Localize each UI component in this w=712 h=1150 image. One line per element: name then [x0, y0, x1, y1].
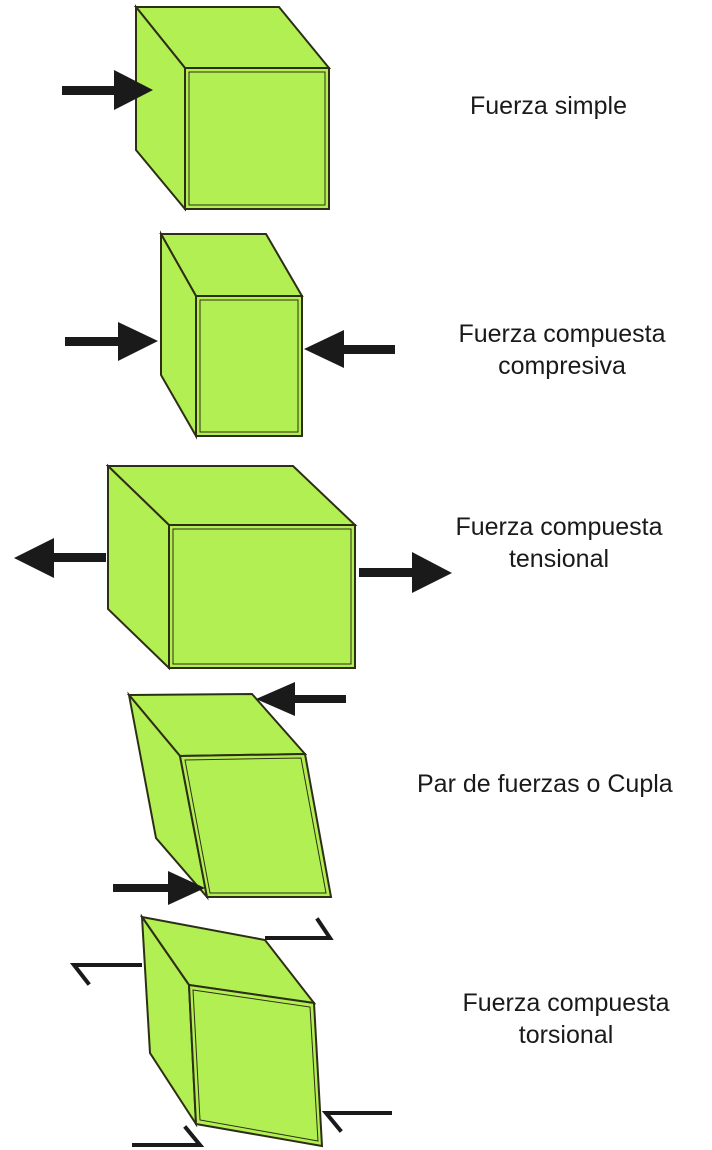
cube-front-face	[178, 752, 333, 898]
torsion-marker-icon	[265, 917, 334, 940]
cube-torsional	[139, 913, 324, 1148]
arrow-right-icon	[65, 322, 158, 361]
cube-compresiva	[159, 230, 304, 440]
label-torsional: Fuerza compuesta torsional	[450, 987, 682, 1051]
cube-tensional	[105, 463, 358, 671]
arrow-left-icon	[14, 538, 106, 578]
label-line: torsional	[518, 1021, 614, 1049]
cube-front-face	[195, 295, 303, 437]
arrow-right-icon	[359, 552, 452, 593]
label-fuerza-simple: Fuerza simple	[470, 90, 627, 122]
torsion-marker-icon	[321, 1111, 392, 1133]
cube-cupla	[126, 691, 333, 901]
label-tensional: Fuerza compuesta tensional	[443, 511, 675, 575]
label-line: compresiva	[498, 352, 626, 380]
arrow-left-icon	[304, 330, 395, 368]
cube-front-face	[184, 67, 330, 210]
arrow-left-icon	[256, 682, 346, 716]
label-cupla: Par de fuerzas o Cupla	[417, 768, 673, 800]
label-compresiva: Fuerza compuesta compresiva	[446, 318, 678, 382]
label-line: Fuerza compuesta	[455, 513, 663, 541]
arrow-right-icon	[113, 871, 205, 905]
cube-fuerza-simple	[133, 4, 332, 212]
cube-front-face	[187, 983, 324, 1148]
cube-front-face	[168, 524, 356, 669]
torsion-marker-icon	[132, 1125, 205, 1147]
label-line: tensional	[508, 545, 610, 573]
label-line: Fuerza compuesta	[462, 989, 670, 1017]
torsion-marker-icon	[69, 963, 142, 986]
label-line: Par de fuerzas o Cupla	[417, 770, 673, 798]
label-line: Fuerza compuesta	[458, 320, 666, 348]
label-line: Fuerza simple	[470, 92, 627, 120]
arrow-right-icon	[62, 70, 153, 110]
